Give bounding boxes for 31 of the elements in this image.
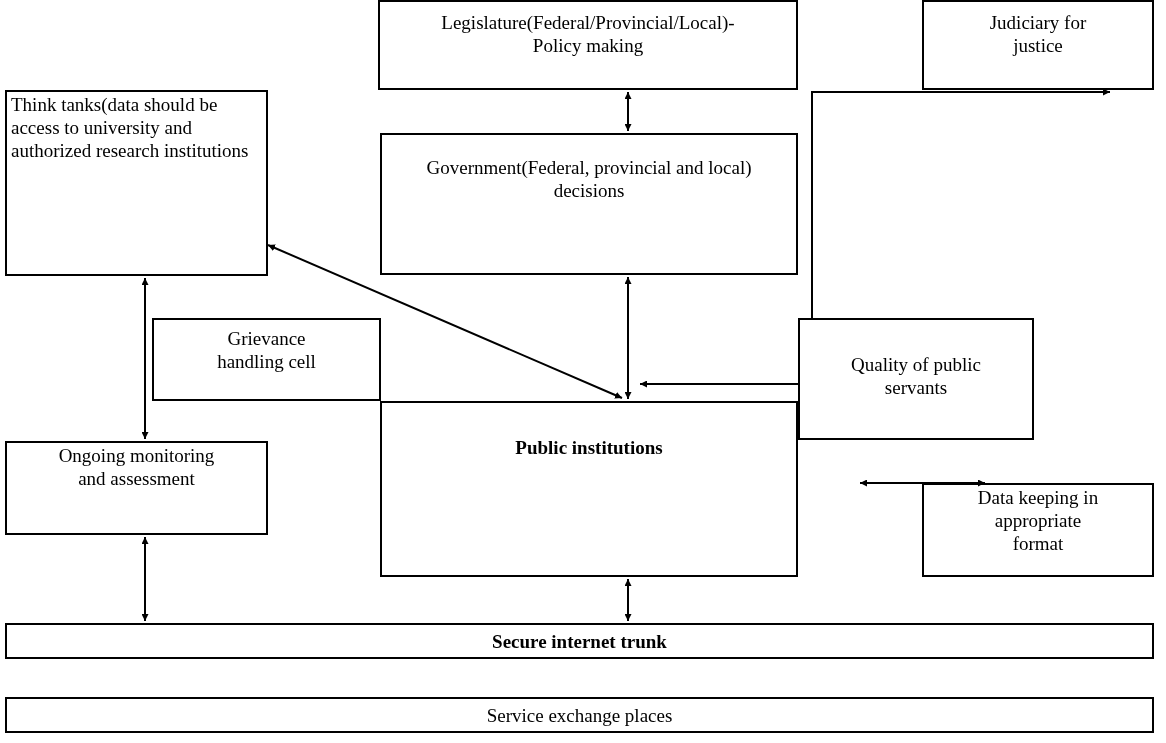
box-label: Quality of public servants: [850, 354, 982, 400]
process-box: [5, 623, 1154, 659]
arrow: [624, 578, 632, 622]
process-box: [922, 483, 1154, 577]
box-label: Think tanks(data should be access to university and authorized research institutions: [11, 94, 250, 163]
process-box: [378, 0, 798, 90]
box-label: Public institutions: [514, 437, 664, 460]
box-label: Service exchange places: [485, 705, 674, 728]
process-box: [798, 318, 1034, 440]
process-box: [5, 441, 268, 535]
box-label: Ongoing monitoring and assessment: [57, 445, 216, 491]
box-label: Legislature(Federal/Provincial/Local)- Policy making: [440, 12, 736, 58]
arrow: [141, 277, 149, 440]
arrow: [859, 479, 986, 487]
box-label: Government(Federal, provincial and local) decisions: [425, 157, 753, 203]
box-label: Secure internet trunk: [491, 631, 668, 654]
arrow: [267, 244, 623, 399]
process-box: [152, 318, 381, 401]
box-label: Data keeping in appropriate format: [976, 487, 1100, 556]
box-label: Grievance handling cell: [216, 328, 317, 374]
process-box: [380, 133, 798, 275]
arrow: [639, 380, 799, 388]
arrow: [624, 276, 632, 400]
arrow: [141, 536, 149, 622]
process-box: [922, 0, 1154, 90]
process-box: [5, 90, 268, 276]
process-box: [380, 401, 798, 577]
process-box: [5, 697, 1154, 733]
arrow: [624, 91, 632, 132]
arrow: [811, 88, 1111, 319]
box-label: Judiciary for justice: [988, 12, 1088, 58]
